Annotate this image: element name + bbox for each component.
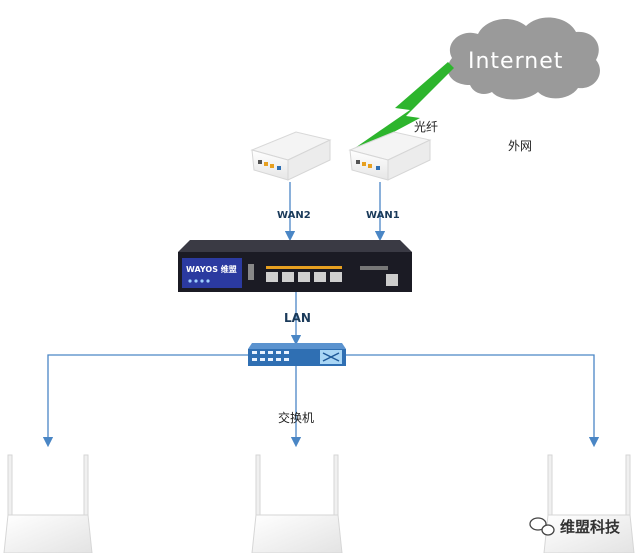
lan-label: LAN bbox=[284, 311, 311, 325]
switch-icon bbox=[248, 343, 346, 366]
fiber-lightning-icon bbox=[352, 62, 454, 150]
internet-label: Internet bbox=[468, 49, 563, 74]
watermark-label: 维盟科技 bbox=[560, 518, 621, 536]
switch-left-link bbox=[42, 354, 248, 448]
router-icon: WAYOS 维盟 bbox=[178, 240, 412, 292]
wan1-label: WAN1 bbox=[366, 210, 400, 221]
internet-cloud-icon bbox=[447, 17, 600, 100]
wireless-ap-right-icon bbox=[543, 454, 635, 553]
fiber-label: 光纤 bbox=[414, 120, 438, 134]
modem-wan2-icon bbox=[250, 131, 332, 181]
modem-wan1-icon bbox=[348, 131, 432, 181]
external-network-label: 外网 bbox=[508, 139, 532, 153]
wechat-watermark-icon bbox=[529, 517, 555, 536]
switch-label: 交换机 bbox=[278, 410, 314, 425]
router-brand-label: WAYOS 维盟 bbox=[186, 264, 237, 274]
wireless-ap-middle-icon bbox=[251, 454, 343, 553]
switch-right-link bbox=[346, 354, 600, 448]
wireless-ap-left-icon bbox=[3, 454, 93, 553]
wan2-label: WAN2 bbox=[277, 210, 311, 221]
